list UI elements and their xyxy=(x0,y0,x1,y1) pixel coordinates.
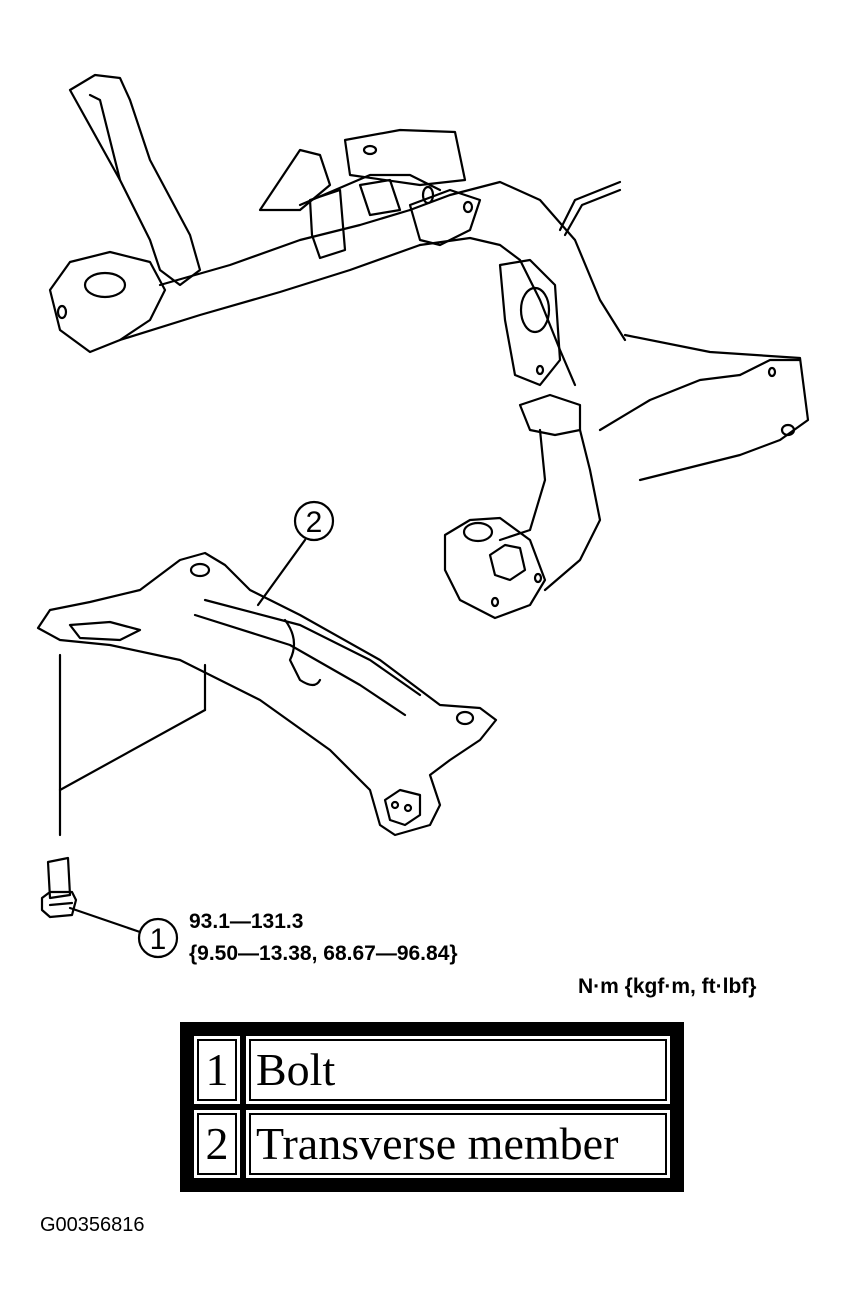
figure-code: G00356816 xyxy=(40,1214,145,1236)
transverse-member xyxy=(36,551,498,837)
bolt xyxy=(40,856,78,919)
torque-spec-alternate-units: {9.50—13.38, 68.67—96.84} xyxy=(189,942,458,965)
legend-item-number: 1 xyxy=(194,1036,240,1104)
torque-spec-range: 93.1—131.3 xyxy=(189,910,304,933)
callout-1-leader xyxy=(68,906,142,934)
alignment-guide-lines xyxy=(58,653,207,837)
front-subframe xyxy=(48,73,810,620)
legend-row: 1 Bolt xyxy=(194,1036,670,1104)
legend-item-number: 2 xyxy=(194,1110,240,1178)
callout-1-number: 1 xyxy=(150,923,167,956)
callout-2-circle xyxy=(293,500,335,542)
torque-unit-label: N·m {kgf·m, ft·lbf} xyxy=(578,975,757,998)
callout-2-leader xyxy=(256,538,307,607)
parts-legend-table: 1 Bolt 2 Transverse member xyxy=(188,1030,676,1184)
parts-legend: 1 Bolt 2 Transverse member xyxy=(180,1022,684,1192)
legend-item-label: Bolt xyxy=(246,1036,670,1104)
legend-item-label: Transverse member xyxy=(246,1110,670,1178)
callout-1-circle xyxy=(137,917,179,959)
callout-2-number: 2 xyxy=(306,506,323,539)
legend-row: 2 Transverse member xyxy=(194,1110,670,1178)
